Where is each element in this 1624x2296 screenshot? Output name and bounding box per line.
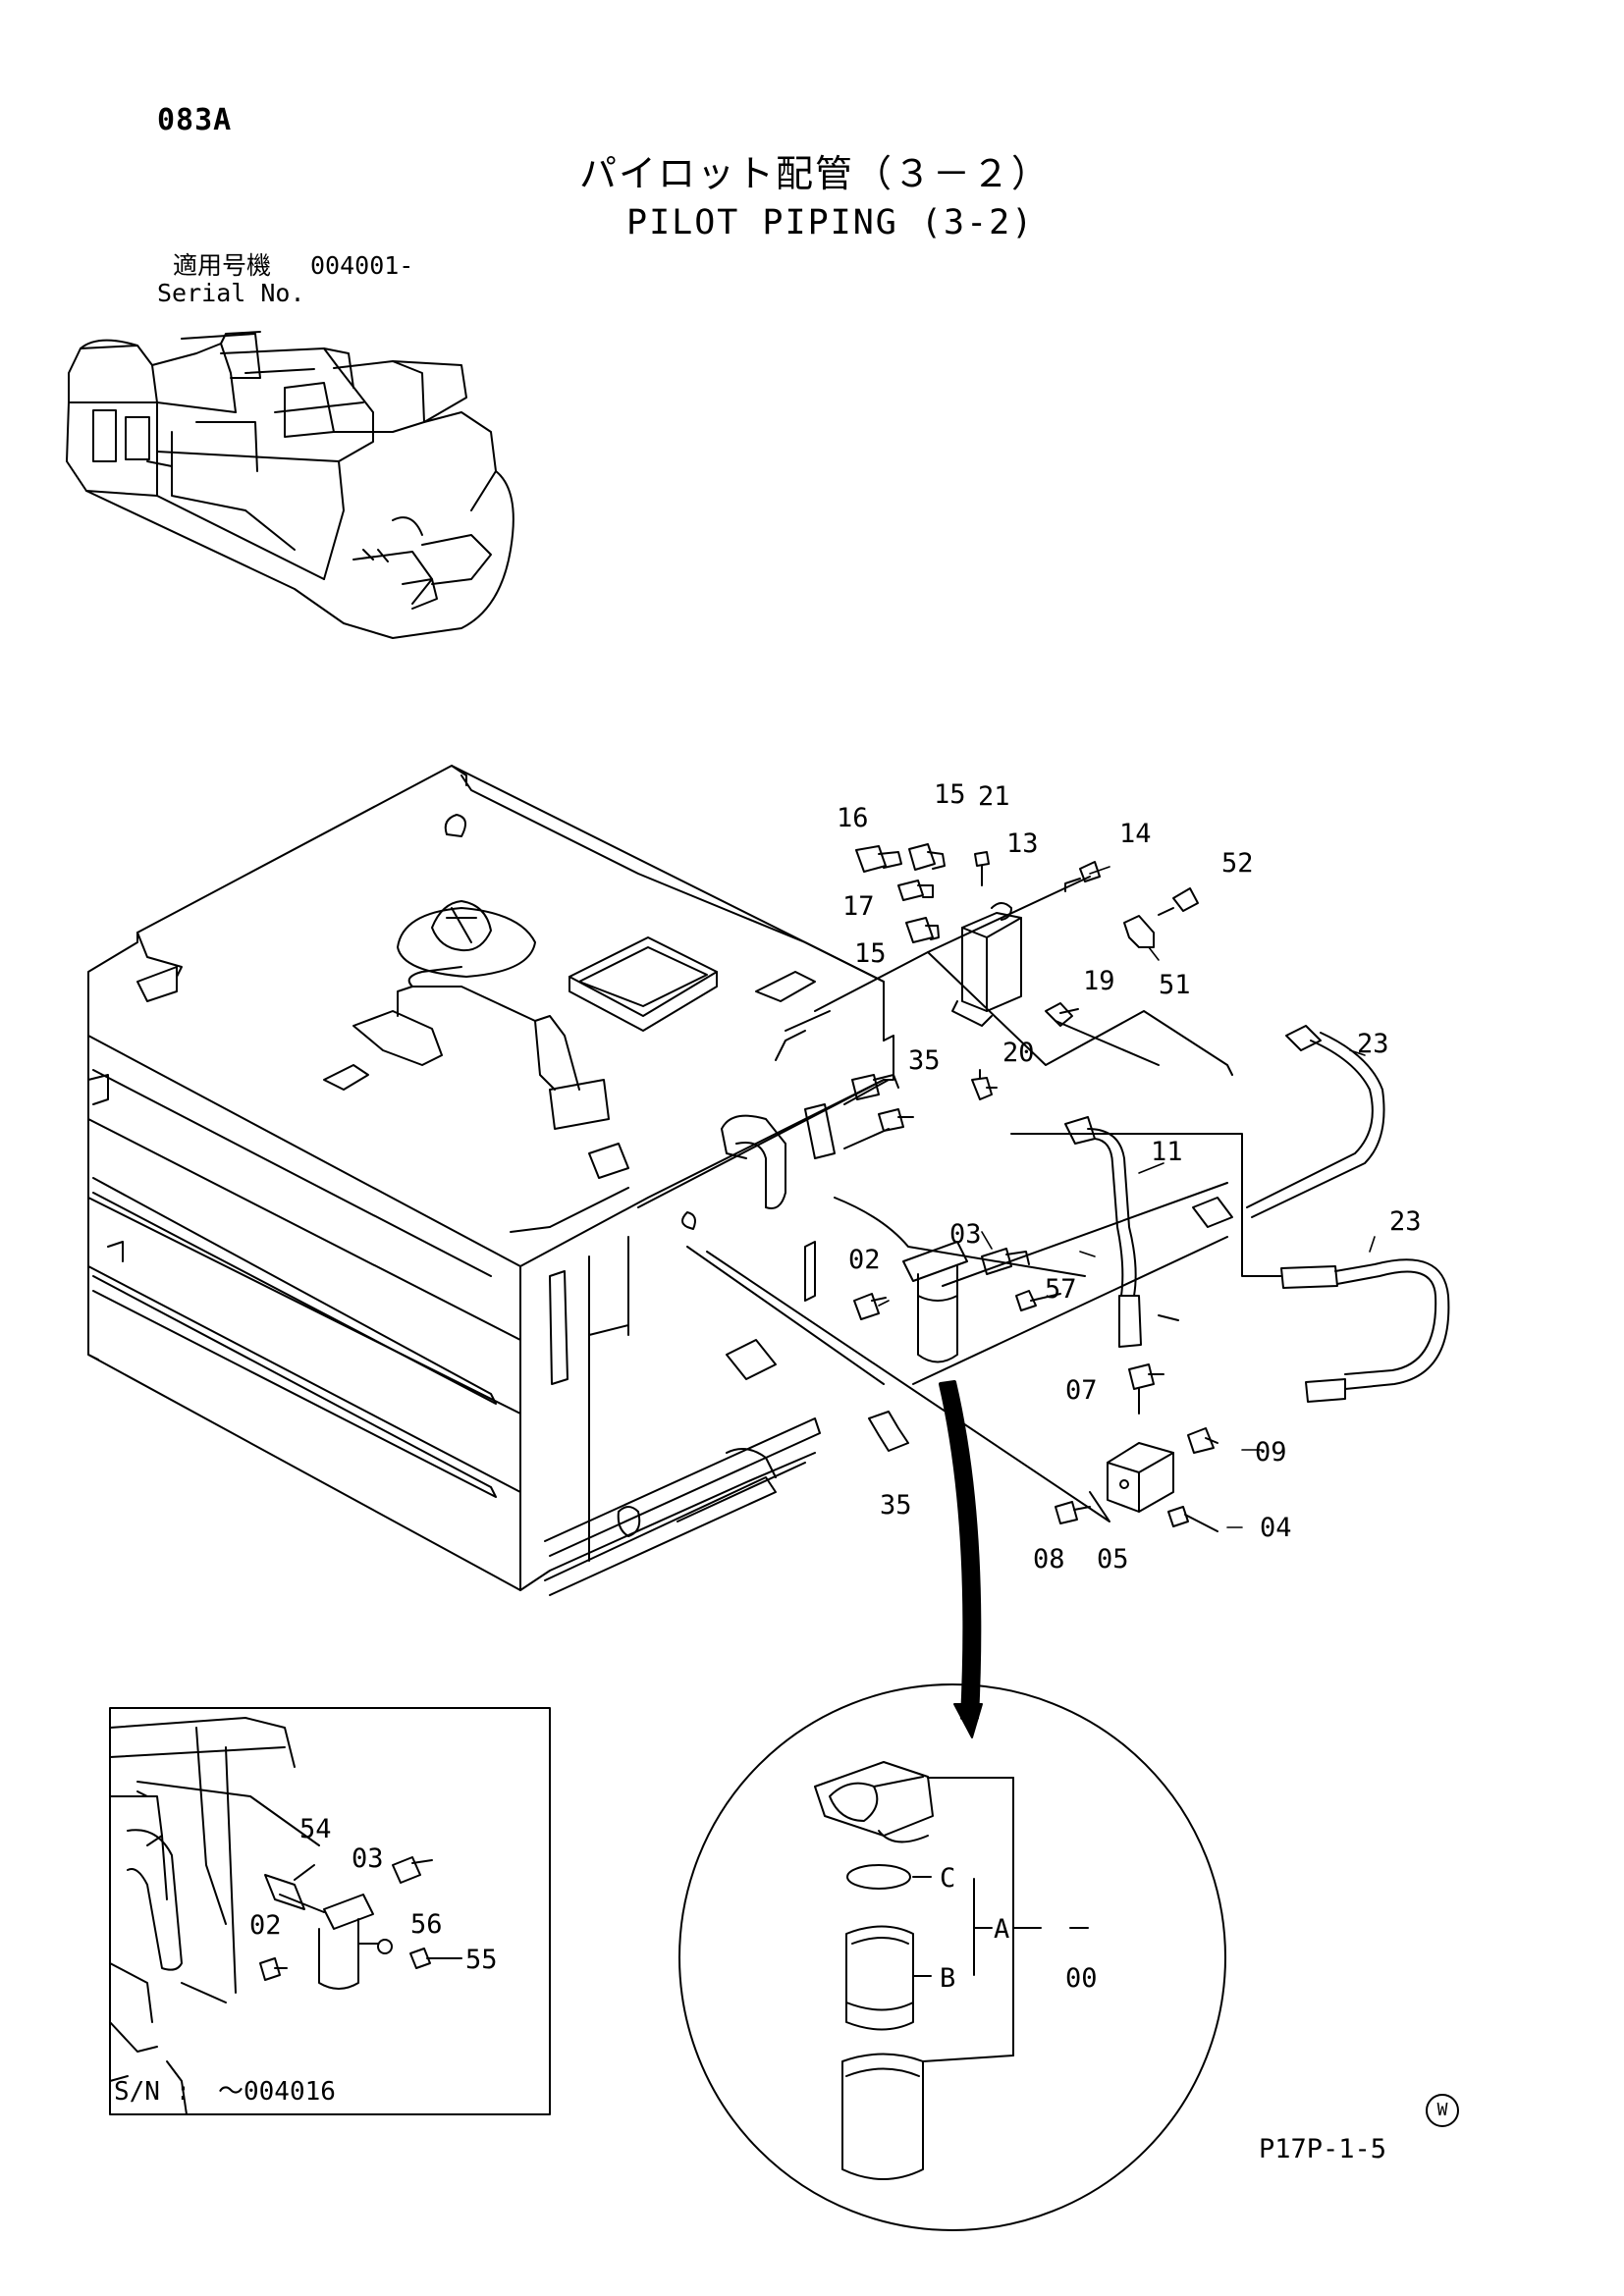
page-title-japanese: パイロット配管（３－２） [579, 152, 1052, 195]
hose-11 [1064, 1116, 1142, 1348]
inset-callout-02: 02 [249, 1910, 282, 1941]
callout-35: 35 [908, 1045, 941, 1076]
hydraulic-tank [87, 765, 894, 1596]
fitting-17 [897, 880, 934, 901]
page-footer-code: P17P-1-5 [1259, 2134, 1387, 2164]
callout-20: 20 [1002, 1038, 1035, 1068]
fitting-09 [1187, 1427, 1218, 1454]
callout-51: 51 [1159, 970, 1191, 1000]
fitting-15-upper [908, 843, 946, 871]
fitting-19 [1045, 1002, 1079, 1027]
callout-09: 09 [1255, 1437, 1287, 1468]
elbow-35-lower [868, 1411, 909, 1452]
serial-label-japanese: 適用号機 [173, 251, 272, 280]
detail-label-b: B [940, 1963, 955, 1994]
callout-57: 57 [1045, 1274, 1077, 1305]
callout-52: 52 [1221, 848, 1254, 879]
inset-serial-label: S/N : [114, 2077, 191, 2107]
plug-08 [1055, 1501, 1091, 1524]
filter-detail-view [678, 1683, 1226, 2231]
callout-15: 15 [934, 779, 966, 810]
bolt-14 [1064, 861, 1101, 892]
callout-17: 17 [842, 891, 875, 922]
detail-label-a: A [994, 1914, 1009, 1945]
hose-23-upper [1192, 1025, 1385, 1228]
fitting-35-upper [851, 1074, 914, 1132]
fitting-02 [853, 1293, 887, 1320]
callout-07: 07 [1065, 1375, 1098, 1406]
bolt-52 [1158, 887, 1199, 916]
page-code: 083A [157, 103, 233, 137]
callout-23-lower: 23 [1389, 1206, 1422, 1237]
detail-pointer-arrow [939, 1380, 982, 1720]
detail-label-c: C [940, 1863, 955, 1894]
bolt-57 [1015, 1290, 1061, 1311]
bolt-04 [1167, 1506, 1218, 1532]
callout-05: 05 [1097, 1544, 1129, 1575]
excavator-overview-illustration [66, 331, 514, 639]
fitting-16 [855, 845, 902, 873]
page-title: PILOT PIPING (3-2) [626, 203, 1035, 242]
inset-serial-variant [109, 1707, 551, 2115]
fitting-15-lower [905, 917, 940, 943]
bracket-51 [1123, 915, 1155, 948]
tee-03 [981, 1248, 1030, 1275]
callout-14: 14 [1119, 819, 1152, 849]
inset-serial-range: ～004016 [218, 2077, 336, 2107]
inset-callout-03: 03 [352, 1843, 384, 1874]
serial-range: 004001- [310, 251, 414, 280]
hose-23-lower [1280, 1258, 1450, 1403]
callout-21: 21 [978, 781, 1010, 812]
callout-labels: 16 15 21 13 14 52 17 15 51 19 20 23 35 1… [249, 779, 1422, 1994]
callout-35-lower: 35 [880, 1490, 912, 1521]
callout-04: 04 [1260, 1513, 1292, 1543]
inset-callout-56: 56 [410, 1909, 443, 1940]
inset-callout-54: 54 [299, 1814, 332, 1844]
callout-leader-lines [878, 866, 1376, 1528]
inset-callout-55: 55 [465, 1945, 498, 1975]
filter-housing [902, 1241, 968, 1363]
detail-kit-label: 00 [1065, 1963, 1098, 1994]
tee-07 [1128, 1363, 1164, 1415]
callout-13: 13 [1006, 828, 1039, 859]
callout-03: 03 [949, 1219, 982, 1250]
callout-16: 16 [837, 803, 869, 833]
fitting-20 [971, 1069, 998, 1100]
callout-02: 02 [848, 1245, 881, 1275]
bolt-21 [974, 851, 990, 886]
callout-11: 11 [1151, 1137, 1183, 1167]
w-circle-mark: W [1426, 2094, 1459, 2127]
callout-15-lower: 15 [854, 938, 887, 969]
callout-08: 08 [1033, 1544, 1065, 1575]
pipe-routing-lines [686, 876, 1282, 1522]
callout-19: 19 [1083, 966, 1115, 996]
callout-23: 23 [1357, 1029, 1389, 1059]
valve-block-13 [951, 902, 1022, 1027]
block-05 [1107, 1442, 1174, 1513]
serial-label: Serial No. [157, 279, 305, 307]
detail-pointer-tip [953, 1703, 983, 1738]
